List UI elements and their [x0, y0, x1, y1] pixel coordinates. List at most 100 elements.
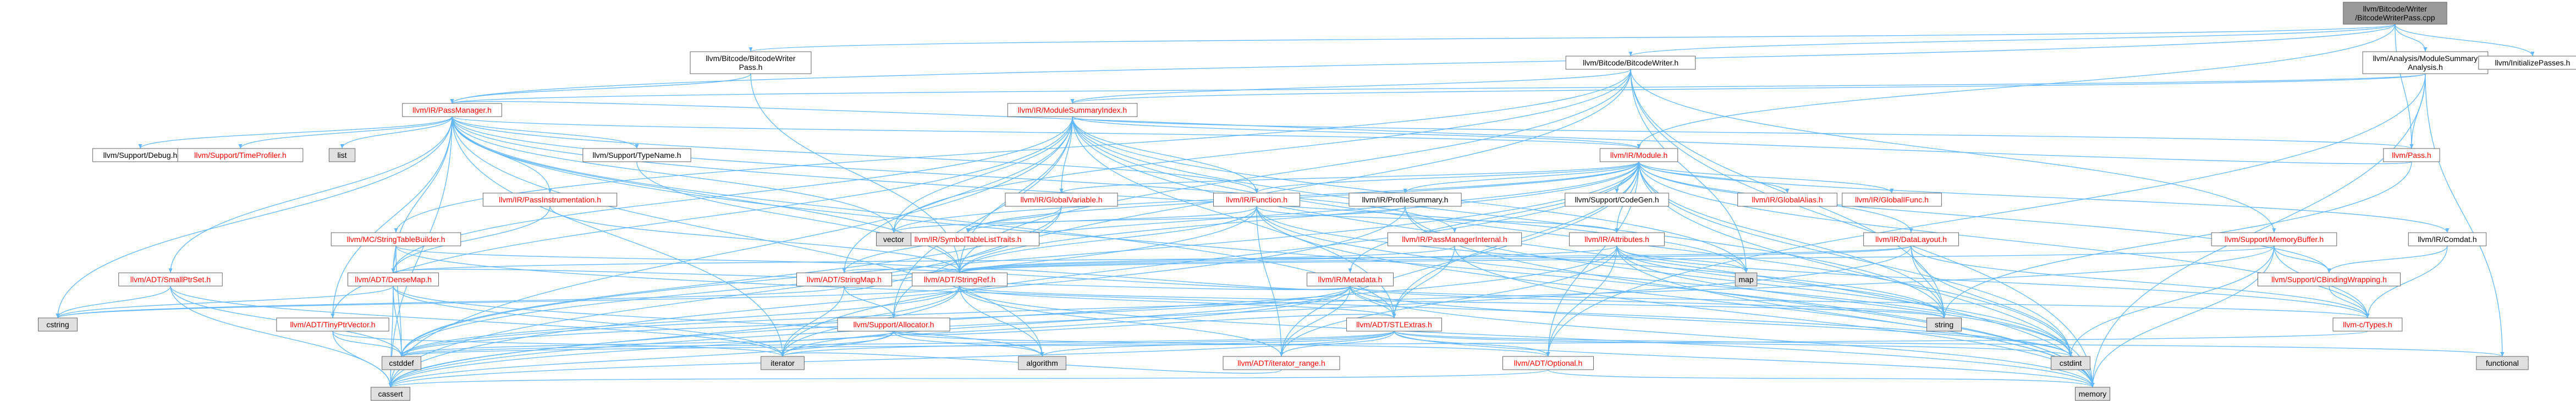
node-msi_h[interactable]: llvm/IR/ModuleSummaryIndex.h	[1007, 103, 1138, 117]
node-stlextras_h[interactable]: llvm/ADT/STLExtras.h	[1346, 317, 1442, 332]
edge-root-to-module_h	[1637, 24, 2396, 149]
edge-metadata_h-to-memory	[1350, 285, 2095, 388]
node-debug_h[interactable]: llvm/Support/Debug.h	[92, 148, 188, 162]
node-box-pass_h	[2383, 148, 2440, 162]
node-initpasses_h[interactable]: llvm/InitializePasses.h	[2478, 56, 2576, 70]
edge-attributes_h-to-map	[1616, 245, 1748, 273]
node-label-symtablelist_h-0: llvm/IR/SymbolTableListTraits.h	[915, 235, 1022, 244]
node-root[interactable]: llvm/Bitcode/Writer/BitcodeWriterPass.cp…	[2343, 2, 2447, 25]
node-attributes_h[interactable]: llvm/IR/Attributes.h	[1569, 232, 1665, 246]
edge-stlextras_h-to-memory	[1394, 331, 2095, 388]
node-string[interactable]: string	[1926, 317, 1962, 332]
node-bwpass_h[interactable]: llvm/Bitcode/BitcodeWriterPass.h	[690, 51, 812, 74]
edge-attributes_h-to-iterrange_h	[1279, 245, 1617, 357]
node-box-functional	[2476, 356, 2529, 370]
edge-smallptrset_h-to-iterator	[170, 285, 785, 357]
node-cstdint[interactable]: cstdint	[2051, 356, 2090, 370]
node-timeprof_h[interactable]: llvm/Support/TimeProfiler.h	[177, 148, 304, 162]
node-functional[interactable]: functional	[2476, 356, 2529, 370]
node-label-root-1: /BitcodeWriterPass.cpp	[2355, 13, 2435, 22]
edge-datalayout_h-to-ctypes_h	[1911, 245, 2370, 318]
edge-tinyptrvec_h-to-cassert	[332, 331, 393, 388]
node-module_h[interactable]: llvm/IR/Module.h	[1599, 148, 1678, 162]
edge-msi_h-to-pass_h	[1072, 116, 2413, 149]
edge-module_h-to-comdat_h	[1638, 161, 2450, 233]
node-box-typename_h	[582, 148, 691, 162]
node-symtablelist_h[interactable]: llvm/IR/SymbolTableListTraits.h	[896, 232, 1040, 246]
node-globalalias_h[interactable]: llvm/IR/GlobalAlias.h	[1737, 193, 1837, 207]
node-tinyptrvec_h[interactable]: llvm/ADT/TinyPtrVector.h	[276, 317, 389, 332]
node-function_h[interactable]: llvm/IR/Function.h	[1213, 193, 1301, 207]
node-algorithm[interactable]: algorithm	[1018, 356, 1066, 370]
node-membuf_h[interactable]: llvm/Support/MemoryBuffer.h	[2211, 232, 2337, 246]
node-globalvar_h[interactable]: llvm/IR/GlobalVariable.h	[1005, 193, 1118, 207]
edge-msa_h-to-memory	[2090, 73, 2426, 388]
node-cassert[interactable]: cassert	[371, 387, 410, 401]
node-box-root	[2343, 2, 2447, 25]
edge-passmanager_h-to-iterator	[452, 116, 785, 357]
node-ctypes_h[interactable]: llvm-c/Types.h	[2332, 317, 2403, 332]
node-densemap_h[interactable]: llvm/ADT/DenseMap.h	[348, 272, 439, 287]
node-stringref_h[interactable]: llvm/ADT/StringRef.h	[912, 272, 1008, 287]
edge-stlextras_h-to-iterator	[780, 331, 1395, 357]
node-cstring[interactable]: cstring	[38, 317, 78, 332]
node-box-metadata_h	[1306, 272, 1394, 287]
node-box-densemap_h	[348, 272, 439, 287]
node-memory[interactable]: memory	[2074, 387, 2111, 401]
edge-function_h-to-iterrange_h	[1256, 206, 1284, 357]
node-map[interactable]: map	[1735, 272, 1758, 287]
node-codegen_h[interactable]: llvm/Support/CodeGen.h	[1565, 193, 1669, 207]
node-vector[interactable]: vector	[876, 232, 912, 246]
node-profsum_h[interactable]: llvm/IR/ProfileSummary.h	[1348, 193, 1462, 207]
node-box-ctypes_h	[2332, 317, 2403, 332]
edge-membuf_h-to-cstdint	[2068, 245, 2275, 357]
edge-msa_h-to-msi_h	[1071, 73, 2426, 104]
edge-module_h-to-stringref_h	[957, 161, 1639, 273]
node-label-cbindwrap_h-0: llvm/Support/CBindingWrapping.h	[2271, 275, 2387, 284]
edge-function_h-to-string	[1256, 206, 1946, 318]
edge-attributes_h-to-ctypes_h	[1616, 245, 2370, 318]
node-stringmap_h[interactable]: llvm/ADT/StringMap.h	[796, 272, 892, 287]
edge-mcstrtab_h-to-stringref_h	[395, 245, 962, 273]
edge-stringref_h-to-stlextras_h	[959, 285, 1396, 318]
edge-msi_h-to-globalvar_h	[1059, 116, 1073, 194]
edge-msi_h-to-cassert	[388, 116, 1073, 388]
node-label-passmanager_h-0: llvm/IR/PassManager.h	[412, 106, 492, 114]
node-iterator[interactable]: iterator	[761, 356, 805, 370]
node-box-allocator_h	[837, 317, 950, 332]
edge-cbindwrap_h-to-ctypes_h	[2329, 285, 2370, 318]
edge-stlextras_h-to-cstddef	[399, 331, 1395, 357]
node-metadata_h[interactable]: llvm/IR/Metadata.h	[1306, 272, 1394, 287]
edge-membuf_h-to-cstddef	[399, 245, 2275, 357]
node-passmanager_h[interactable]: llvm/IR/PassManager.h	[402, 103, 502, 117]
node-list[interactable]: list	[328, 148, 356, 162]
edge-msa_h-to-optional_h	[1546, 73, 2426, 357]
node-box-map	[1735, 272, 1758, 287]
node-cbindwrap_h[interactable]: llvm/Support/CBindingWrapping.h	[2257, 272, 2401, 287]
node-globalifunc_h[interactable]: llvm/IR/GlobalIFunc.h	[1842, 193, 1942, 207]
node-bw_h[interactable]: llvm/Bitcode/BitcodeWriter.h	[1565, 56, 1696, 70]
node-smallptrset_h[interactable]: llvm/ADT/SmallPtrSet.h	[118, 272, 223, 287]
node-optional_h[interactable]: llvm/ADT/Optional.h	[1502, 356, 1594, 370]
edge-passmanager_h-to-cstring	[56, 116, 453, 318]
node-comdat_h[interactable]: llvm/IR/Comdat.h	[2408, 232, 2487, 246]
edge-attributes_h-to-optional_h	[1546, 245, 1617, 357]
edge-densemap_h-to-cstring	[56, 285, 394, 318]
node-datalayout_h[interactable]: llvm/IR/DataLayout.h	[1863, 232, 1959, 246]
node-box-initpasses_h	[2478, 56, 2576, 70]
node-cstddef[interactable]: cstddef	[382, 356, 421, 370]
edge-module_h-to-ctypes_h	[1638, 161, 2370, 318]
node-pmint_h[interactable]: llvm/IR/PassManagerInternal.h	[1387, 232, 1522, 246]
node-label-cstdint-0: cstdint	[2060, 359, 2082, 367]
node-typename_h[interactable]: llvm/Support/TypeName.h	[582, 148, 691, 162]
node-passinstr_h[interactable]: llvm/IR/PassInstrumentation.h	[482, 193, 618, 207]
node-mcstrtab_h[interactable]: llvm/MC/StringTableBuilder.h	[331, 232, 461, 246]
node-allocator_h[interactable]: llvm/Support/Allocator.h	[837, 317, 950, 332]
edge-msi_h-to-memory	[1072, 116, 2095, 388]
node-pass_h[interactable]: llvm/Pass.h	[2383, 148, 2440, 162]
edge-optional_h-to-cassert	[388, 369, 1549, 388]
node-label-profsum_h-0: llvm/IR/ProfileSummary.h	[1362, 195, 1449, 204]
node-iterrange_h[interactable]: llvm/ADT/iterator_range.h	[1223, 356, 1340, 370]
node-label-optional_h-0: llvm/ADT/Optional.h	[1514, 359, 1582, 367]
